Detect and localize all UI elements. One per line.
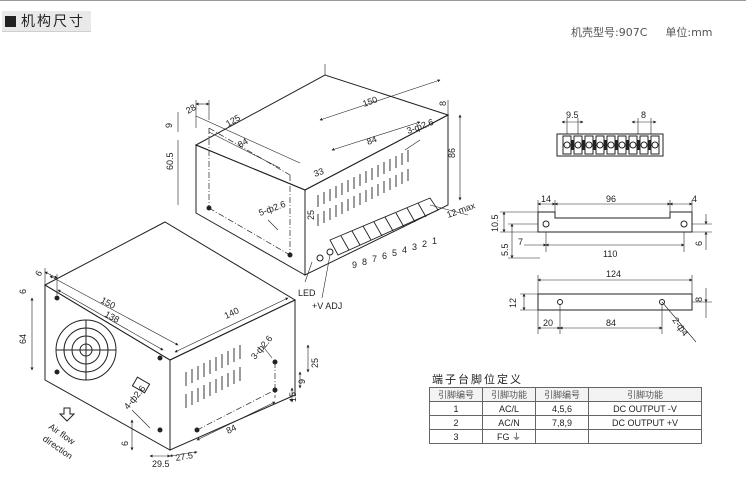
section-header: 机构尺寸	[2, 11, 91, 32]
terminal-num-4: 4	[402, 245, 407, 255]
col-pin-no: 引脚编号	[429, 387, 483, 402]
dim-12: 12	[508, 298, 518, 308]
dim-124: 124	[606, 269, 621, 279]
top-rule	[0, 0, 746, 1]
pin-definition-table: 引脚编号 引脚功能 引脚编号 引脚功能 1 AC/L 4,5,6 DC OUTP…	[429, 387, 702, 444]
dim-8b: 8	[641, 110, 646, 120]
dim-2-hole: 2-ф4	[670, 315, 690, 337]
dim-10-5: 10.5	[490, 214, 500, 232]
dim-8c: 8	[694, 297, 704, 302]
square-bullet-icon	[5, 15, 16, 27]
dim-9b: 9	[297, 379, 307, 384]
terminal-num-8: 8	[362, 257, 367, 267]
vadj-label: +V ADJ	[312, 301, 342, 311]
dim-96: 96	[606, 194, 616, 204]
dim-15: 15	[288, 392, 298, 402]
section-title: 机构尺寸	[21, 14, 85, 30]
dim-6a: 6	[33, 269, 44, 278]
dim-150: 150	[361, 94, 379, 109]
cell: 7,8,9	[535, 415, 589, 430]
table-row: 1 AC/L 4,5,6 DC OUTPUT -V	[429, 401, 702, 416]
cell: 3	[429, 429, 483, 444]
dim-20: 20	[543, 318, 553, 328]
table-row: 3 FG ⏚	[429, 429, 702, 444]
top-iso-view	[177, 64, 469, 299]
dim-84c: 84	[225, 423, 238, 436]
dim-125: 125	[224, 113, 242, 129]
dim-138: 138	[103, 309, 121, 325]
dim-110: 110	[603, 249, 617, 259]
dim-5-hole: 5-ф2.6	[257, 199, 287, 218]
cell: 1	[429, 401, 483, 416]
dim-4: 4	[692, 194, 697, 204]
terminal-strip-labels: 9.5 8	[566, 110, 646, 120]
dim-25b: 25	[310, 358, 320, 368]
unit-label: 单位:mm	[665, 26, 713, 39]
dim-12max: 12 max	[445, 200, 477, 220]
cell: DC OUTPUT +V	[588, 415, 702, 430]
bottom-iso-view	[30, 221, 310, 458]
terminal-num-6: 6	[382, 251, 387, 261]
dim-8: 8	[438, 101, 448, 106]
dim-84: 84	[236, 136, 250, 150]
bracket-side-labels: 14 96 4 10.5 7 110 5.5 6	[490, 194, 704, 259]
table-row: 2 AC/N 7,8,9 DC OUTPUT +V	[429, 415, 702, 430]
cell	[588, 429, 702, 444]
cell	[535, 429, 589, 444]
dim-140: 140	[223, 305, 241, 320]
cell: 2	[429, 415, 483, 430]
col-pin-func: 引脚功能	[482, 387, 536, 402]
dim-33: 33	[312, 166, 325, 179]
terminal-num-9: 9	[352, 260, 357, 270]
dim-84d: 84	[606, 318, 616, 328]
bracket-side-view	[500, 200, 712, 259]
dim-5-5: 5.5	[500, 243, 510, 256]
terminal-strip	[556, 118, 664, 157]
cell: DC OUTPUT -V	[588, 401, 702, 416]
dim-84b: 84	[365, 134, 378, 147]
dim-7: 7	[518, 237, 523, 247]
cell: AC/N	[482, 415, 536, 430]
terminal-num-7: 7	[372, 254, 377, 264]
col-pin-func-2: 引脚功能	[588, 387, 702, 402]
bottom-view-labels: 6 150 138 140 64 6 3-ф2.6 25 9 15 84 29.…	[18, 269, 320, 469]
dim-14: 14	[541, 194, 551, 204]
pin-table-title: 端子台脚位定义	[432, 373, 523, 386]
dim-9: 9	[164, 123, 174, 128]
dim-86: 86	[447, 148, 457, 158]
table-header-row: 引脚编号 引脚功能 引脚编号 引脚功能	[429, 387, 702, 402]
led-label: LED	[298, 288, 316, 298]
terminal-num-1: 1	[432, 236, 437, 246]
dim-3-hole-b: 3-ф2.6	[249, 333, 275, 361]
dim-64: 64	[18, 334, 28, 344]
spec-line: 机壳型号:907C 单位:mm	[571, 24, 713, 40]
dim-60-5: 60.5	[165, 152, 175, 170]
cell: FG ⏚	[482, 429, 536, 444]
terminal-num-5: 5	[392, 248, 397, 258]
col-pin-no-2: 引脚编号	[535, 387, 589, 402]
dim-6b: 6	[18, 289, 28, 294]
case-model-label: 机壳型号:907C	[571, 26, 648, 39]
bracket-top-labels: 124 12 20 84 8 2-ф4	[508, 269, 704, 338]
cell: AC/L	[482, 401, 536, 416]
dim-9-5: 9.5	[566, 110, 579, 120]
dim-25: 25	[306, 210, 316, 220]
dim-3-hole: 3-ф2.6	[405, 117, 435, 136]
dim-28: 28	[184, 102, 198, 116]
dim-6d: 6	[694, 241, 704, 246]
dim-29-5: 29.5	[152, 459, 170, 469]
top-view-labels: 28 125 84 150 84 33 9 60.5 8 86 25 12 ma…	[164, 94, 477, 311]
dim-27-5: 27.5	[175, 450, 194, 463]
terminal-num-2: 2	[422, 239, 427, 249]
dim-6c: 6	[120, 441, 130, 446]
cell: 4,5,6	[535, 401, 589, 416]
terminal-num-3: 3	[412, 242, 417, 252]
bracket-top-view	[520, 275, 712, 343]
